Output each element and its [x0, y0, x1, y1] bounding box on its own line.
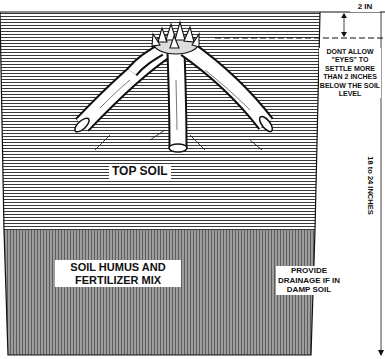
humus-band [4, 230, 315, 355]
arrow-head [378, 350, 384, 356]
crown-eyes [152, 22, 199, 54]
dimension-label: 18 to 24 INCHES [366, 156, 375, 214]
arrow-head [341, 13, 347, 18]
dimension-label: 2 IN [350, 2, 380, 12]
soil-surface [0, 12, 385, 13]
peony-roots [73, 48, 275, 152]
region-label: SOIL HUMUS AND FERTILIZER MIX [55, 260, 181, 287]
top-soil-band [0, 12, 320, 230]
soil-region: SOIL HUMUS AND FERTILIZER MIX [0, 230, 320, 355]
depth-line [215, 37, 385, 38]
pit-outline [0, 12, 320, 355]
region-label: TOP SOIL [109, 164, 171, 180]
soil-region: TOP SOIL [0, 12, 320, 230]
note: DONT ALLOW "EYES" TO SETTLE MORE THAN 2 … [319, 48, 381, 98]
note: PROVIDE DRAINAGE IF IN DAMP SOIL [276, 266, 342, 295]
arrow-head [341, 32, 347, 37]
